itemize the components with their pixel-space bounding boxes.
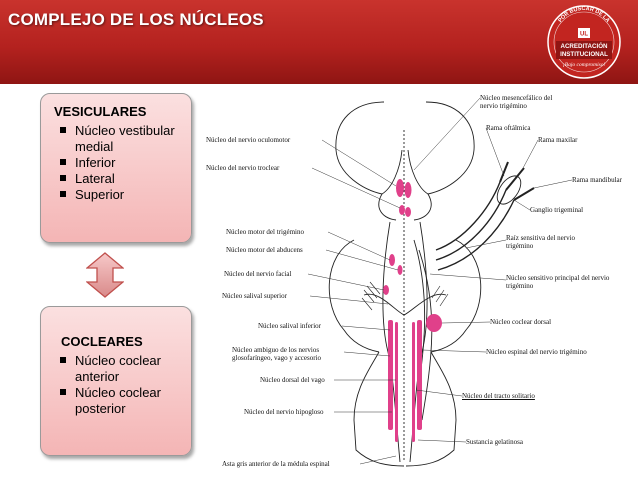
list-item: Lateral xyxy=(57,171,177,187)
double-arrow-icon xyxy=(86,252,124,298)
vesiculares-box: VESICULARES Núcleo vestibular medial Inf… xyxy=(40,93,192,243)
label-rama-oftalmica: Rama oftálmica xyxy=(486,124,531,132)
cocleares-title: COCLEARES xyxy=(61,334,143,349)
list-item: Núcleo coclear posterior xyxy=(57,385,181,417)
label-tracto-solitario: Núcleo del tracto solitario xyxy=(462,392,535,400)
seal-line3: ¡Bajo compromiso! xyxy=(563,62,606,68)
seal-line2: INSTITUCIONAL xyxy=(560,51,608,58)
label-ganglio-trigeminal: Ganglio trigeminal xyxy=(530,206,584,214)
label-ambiguo: Núcleo ambiguo de los nervios glosofarín… xyxy=(232,346,322,362)
label-mesencefalico: Núcleo mesencefálico del nervio trigémin… xyxy=(480,94,553,110)
seal-mark: UL xyxy=(580,32,588,38)
header-bar: COMPLEJO DE LOS NÚCLEOS POR BUSCAR DE LA… xyxy=(0,0,638,84)
vesiculares-title: VESICULARES xyxy=(54,104,147,119)
label-asta-gris: Asta gris anterior de la médula espinal xyxy=(222,460,330,468)
accreditation-seal: POR BUSCAR DE LA UL ACREDITACIÓN INSTITU… xyxy=(547,5,621,79)
label-salival-superior: Núcleo salival superior xyxy=(222,292,287,300)
list-item: Superior xyxy=(57,187,177,203)
label-oculomotor: Núcleo del nervio oculomotor xyxy=(206,136,291,144)
label-salival-inferior: Núcleo salival inferior xyxy=(258,322,321,330)
list-item: Núcleo vestibular medial xyxy=(57,123,177,155)
label-rama-maxilar: Rama maxilar xyxy=(538,136,578,144)
label-motor-trigemino: Núcleo motor del trigémino xyxy=(226,228,304,236)
seal-line1: ACREDITACIÓN xyxy=(561,42,609,50)
label-hipogloso: Núcleo del nervio hipogloso xyxy=(244,408,324,416)
label-abducens: Núcleo motor del abducens xyxy=(226,246,303,254)
slide-title: COMPLEJO DE LOS NÚCLEOS xyxy=(8,10,264,29)
brainstem-diagram: Núcleo del nervio oculomotor Núcleo del … xyxy=(204,90,638,478)
label-sustancia-gelatinosa: Sustancia gelatinosa xyxy=(466,438,523,446)
label-espinal-trigemino: Núcleo espinal del nervio trigémino xyxy=(486,348,587,356)
cocleares-list: Núcleo coclear anterior Núcleo coclear p… xyxy=(57,353,181,417)
list-item: Inferior xyxy=(57,155,177,171)
label-raiz-sensitiva: Raíz sensitiva del nervio trigémino xyxy=(506,234,576,250)
cocleares-box: COCLEARES Núcleo coclear anterior Núcleo… xyxy=(40,306,192,456)
label-dorsal-vago: Núcleo dorsal del vago xyxy=(260,376,325,384)
label-coclear-dorsal: Núcleo coclear dorsal xyxy=(490,318,552,326)
label-sensitivo-principal: Núcleo sensitivo principal del nervio tr… xyxy=(506,274,610,290)
vesiculares-list: Núcleo vestibular medial Inferior Latera… xyxy=(57,123,177,203)
label-rama-mandibular: Rama mandibular xyxy=(572,176,622,184)
label-facial: Núcleo del nervio facial xyxy=(224,270,292,278)
label-troclear: Núcleo del nervio troclear xyxy=(206,164,280,172)
list-item: Núcleo coclear anterior xyxy=(57,353,181,385)
